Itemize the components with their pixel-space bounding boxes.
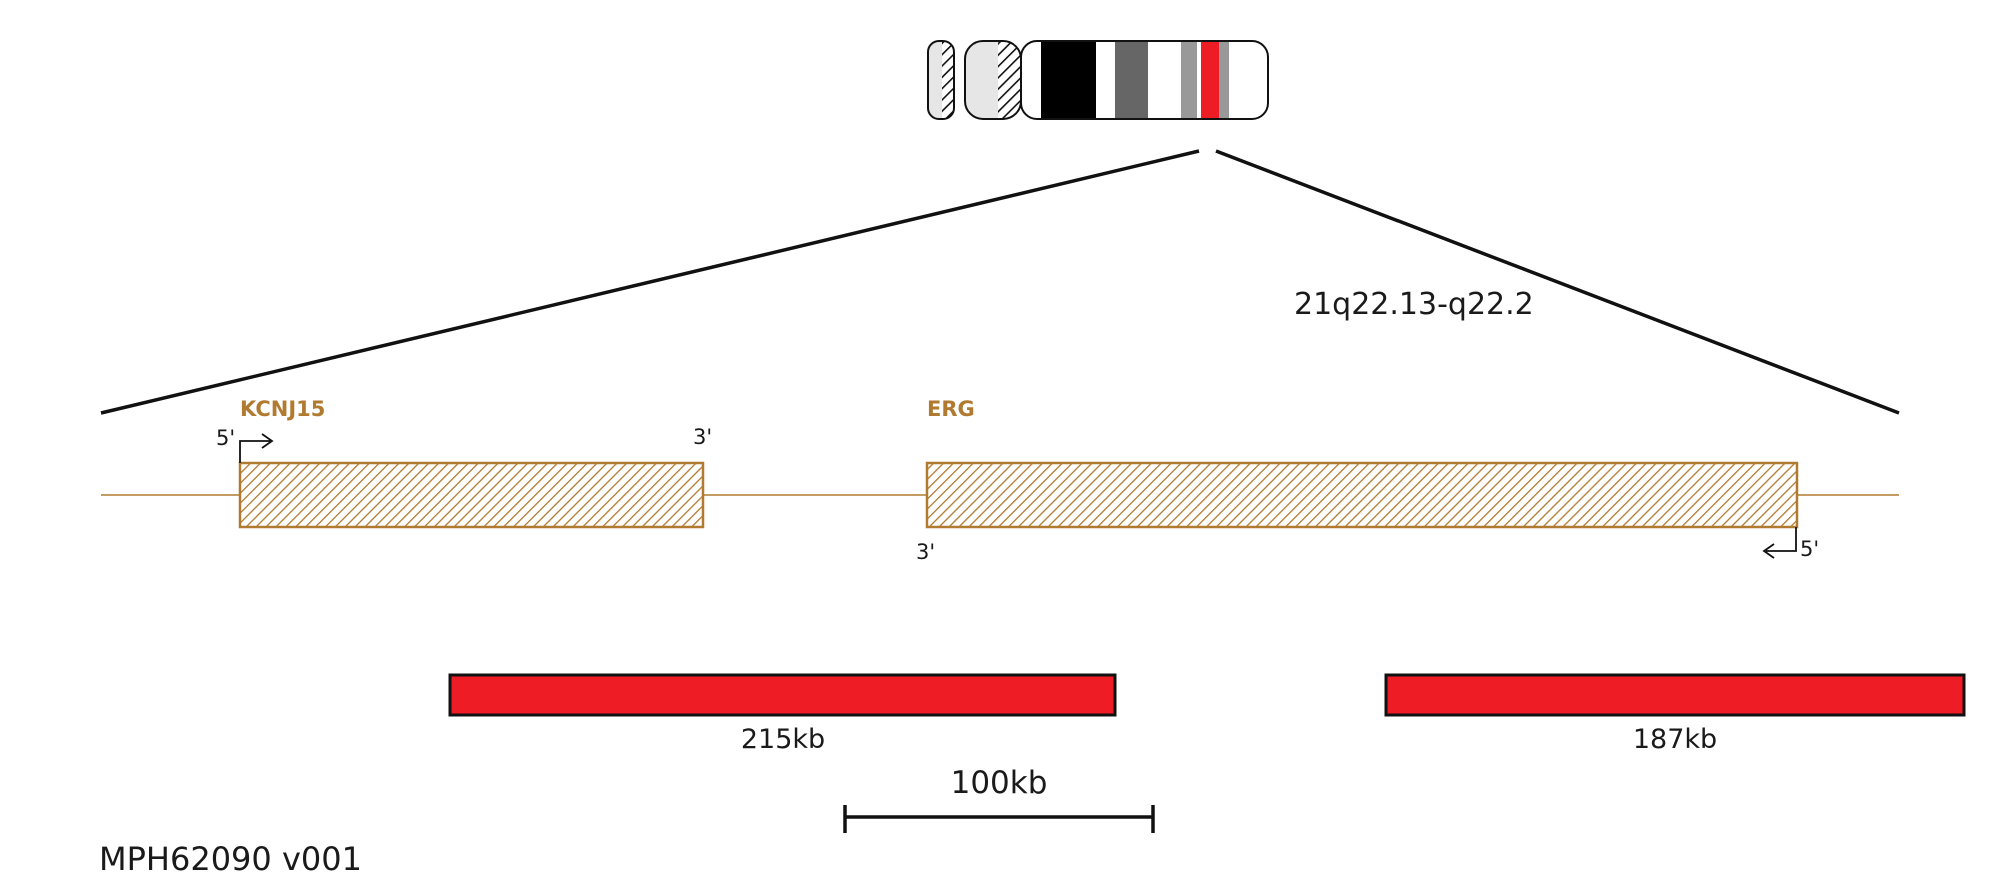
gene-erg-five-prime: 5'	[1800, 537, 1819, 561]
gene-erg-label: ERG	[927, 397, 975, 421]
scale-bar-label: 100kb	[951, 765, 1048, 801]
chromosome-p-arm	[928, 41, 954, 119]
chromosome-centromere	[965, 41, 1021, 119]
arrow-right-icon	[239, 433, 274, 463]
gene-kcnj15-three-prime: 3'	[693, 425, 712, 449]
gene-erg: ERG 3' 5'	[916, 397, 1819, 564]
probe-215kb-label: 215kb	[741, 724, 825, 755]
chromosome-target-band	[1201, 41, 1219, 119]
probe-187kb: 187kb	[1384, 673, 1966, 755]
probe-187kb-bar	[1384, 673, 1966, 717]
gene-erg-three-prime: 3'	[916, 540, 935, 564]
band-label: 21q22.13-q22.2	[1294, 287, 1534, 322]
probe-215kb: 215kb	[448, 673, 1117, 755]
zoom-line-left	[100, 149, 1200, 415]
arrow-left-icon	[1762, 527, 1797, 559]
gene-erg-body	[925, 461, 1799, 529]
product-id: MPH62090 v001	[99, 840, 362, 878]
zoom-line-right	[1215, 149, 1900, 415]
chromosome-ideogram	[927, 40, 1269, 120]
gene-kcnj15-body	[238, 461, 705, 529]
chromosome-q-arm	[1021, 41, 1268, 119]
gene-kcnj15-five-prime: 5'	[216, 426, 235, 450]
probe-187kb-label: 187kb	[1633, 724, 1717, 755]
gene-kcnj15: KCNJ15 5' 3'	[216, 397, 712, 529]
gene-kcnj15-label: KCNJ15	[240, 397, 325, 421]
scale-bar: 100kb	[843, 765, 1155, 833]
probe-215kb-bar	[448, 673, 1117, 717]
